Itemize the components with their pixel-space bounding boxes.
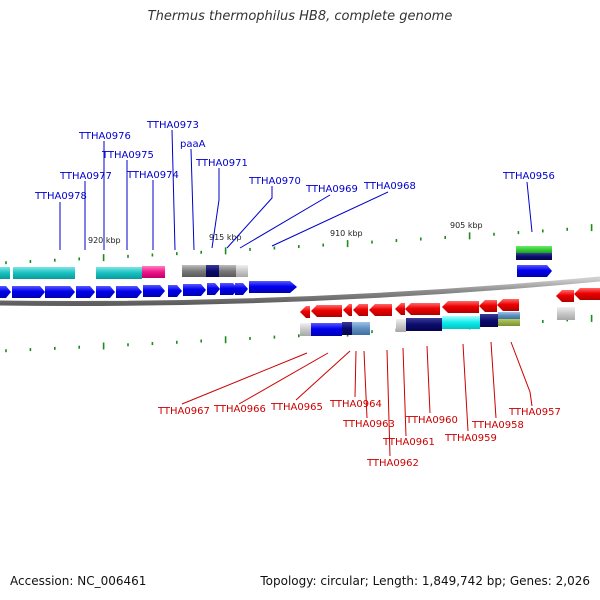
category-block: [44, 267, 75, 279]
gene-label-paaA[interactable]: paaA: [180, 139, 206, 150]
gene-label-TTHA0966[interactable]: TTHA0966: [213, 404, 266, 415]
gene-arrow-forward[interactable]: [76, 286, 95, 298]
scale-label-905-kbp: 905 kbp: [450, 221, 483, 230]
gene-arrow-reverse[interactable]: [343, 304, 352, 316]
gene-arrow-reverse[interactable]: [395, 303, 405, 315]
category-block: [219, 265, 236, 277]
category-block: [0, 267, 10, 279]
gene-label-TTHA0963[interactable]: TTHA0963: [342, 419, 395, 430]
gene-label-TTHA0960[interactable]: TTHA0960: [405, 415, 458, 426]
gene-label-TTHA0976[interactable]: TTHA0976: [78, 131, 131, 142]
scale-label-915-kbp: 915 kbp: [209, 233, 242, 242]
gene-arrow-reverse[interactable]: [497, 299, 519, 311]
gene-label-TTHA0977[interactable]: TTHA0977: [59, 171, 112, 182]
category-block: [480, 314, 498, 327]
category-block: [311, 323, 342, 336]
reverse-strand-genes: [300, 288, 600, 318]
scale-label-910-kbp: 910 kbp: [330, 229, 363, 238]
genome-summary-text: Topology: circular; Length: 1,849,742 bp…: [260, 574, 590, 588]
accession-text: Accession: NC_006461: [10, 574, 147, 588]
reverse-gene-labels: [181, 341, 533, 457]
forward-category-blocks: [0, 246, 552, 279]
gene-label-TTHA0967[interactable]: TTHA0967: [157, 406, 210, 417]
map-title: Thermus thermophilus HB8, complete genom…: [147, 9, 453, 24]
gene-arrow-forward[interactable]: [0, 286, 11, 298]
category-block: [182, 265, 206, 277]
gene-label-TTHA0958[interactable]: TTHA0958: [471, 420, 524, 431]
gene-label-TTHA0968[interactable]: TTHA0968: [363, 181, 416, 192]
category-block: [300, 323, 311, 336]
category-block: [516, 253, 552, 260]
category-block: [442, 316, 480, 329]
gene-arrow-forward[interactable]: [183, 284, 206, 296]
gene-arrow-forward[interactable]: [12, 286, 45, 298]
category-block: [516, 246, 552, 253]
gene-arrow-reverse[interactable]: [556, 290, 574, 302]
category-block: [96, 267, 116, 279]
category-block: [498, 312, 520, 319]
gene-label-TTHA0961[interactable]: TTHA0961: [382, 437, 435, 448]
reverse-category-blocks: [300, 307, 575, 336]
gene-label-TTHA0978[interactable]: TTHA0978: [34, 191, 87, 202]
gene-label-TTHA0957[interactable]: TTHA0957: [508, 407, 561, 418]
category-block: [116, 267, 142, 279]
forward-strand-genes: [0, 265, 552, 298]
gene-arrow-forward[interactable]: [96, 286, 115, 298]
gene-arrow-forward[interactable]: [517, 265, 552, 277]
gene-arrow-reverse[interactable]: [353, 304, 368, 316]
gene-arrow-reverse[interactable]: [479, 300, 497, 312]
gene-arrow-forward[interactable]: [235, 283, 248, 295]
gene-label-TTHA0969[interactable]: TTHA0969: [305, 184, 358, 195]
gene-arrow-forward[interactable]: [116, 286, 142, 298]
gene-label-TTHA0970[interactable]: TTHA0970: [248, 176, 301, 187]
gene-arrow-reverse[interactable]: [369, 304, 392, 316]
gene-label-TTHA0975[interactable]: TTHA0975: [101, 150, 154, 161]
forward-gene-labels: [59, 129, 533, 251]
gene-label-TTHA0973[interactable]: TTHA0973: [146, 120, 199, 131]
category-block: [352, 322, 370, 335]
gene-arrow-reverse[interactable]: [574, 288, 600, 300]
gene-arrow-reverse[interactable]: [311, 305, 342, 317]
gene-label-TTHA0974[interactable]: TTHA0974: [126, 170, 179, 181]
gene-arrow-forward[interactable]: [168, 285, 182, 297]
gene-arrow-forward[interactable]: [45, 286, 75, 298]
gene-label-TTHA0965[interactable]: TTHA0965: [270, 402, 323, 413]
category-block: [342, 322, 352, 335]
category-block: [236, 265, 248, 277]
gene-arrow-forward[interactable]: [220, 283, 238, 295]
category-block: [396, 319, 406, 332]
gene-arrow-reverse[interactable]: [442, 301, 479, 313]
gene-arrow-forward[interactable]: [207, 283, 220, 295]
gene-label-TTHA0959[interactable]: TTHA0959: [444, 433, 497, 444]
gene-arrow-forward[interactable]: [143, 285, 165, 297]
category-block: [142, 266, 165, 278]
category-block: [498, 319, 520, 326]
category-block: [557, 307, 575, 320]
gene-label-TTHA0962[interactable]: TTHA0962: [366, 458, 419, 469]
gene-label-TTHA0956[interactable]: TTHA0956: [502, 171, 555, 182]
category-block: [206, 265, 219, 277]
gene-arrow-reverse[interactable]: [405, 303, 440, 315]
category-block: [406, 318, 442, 331]
genome-backbone: [0, 276, 600, 306]
gene-label-TTHA0971[interactable]: TTHA0971: [195, 158, 248, 169]
gene-arrow-reverse[interactable]: [300, 306, 310, 318]
gene-arrow-forward[interactable]: [249, 281, 297, 293]
gene-label-TTHA0964[interactable]: TTHA0964: [329, 399, 382, 410]
category-block: [13, 267, 44, 279]
